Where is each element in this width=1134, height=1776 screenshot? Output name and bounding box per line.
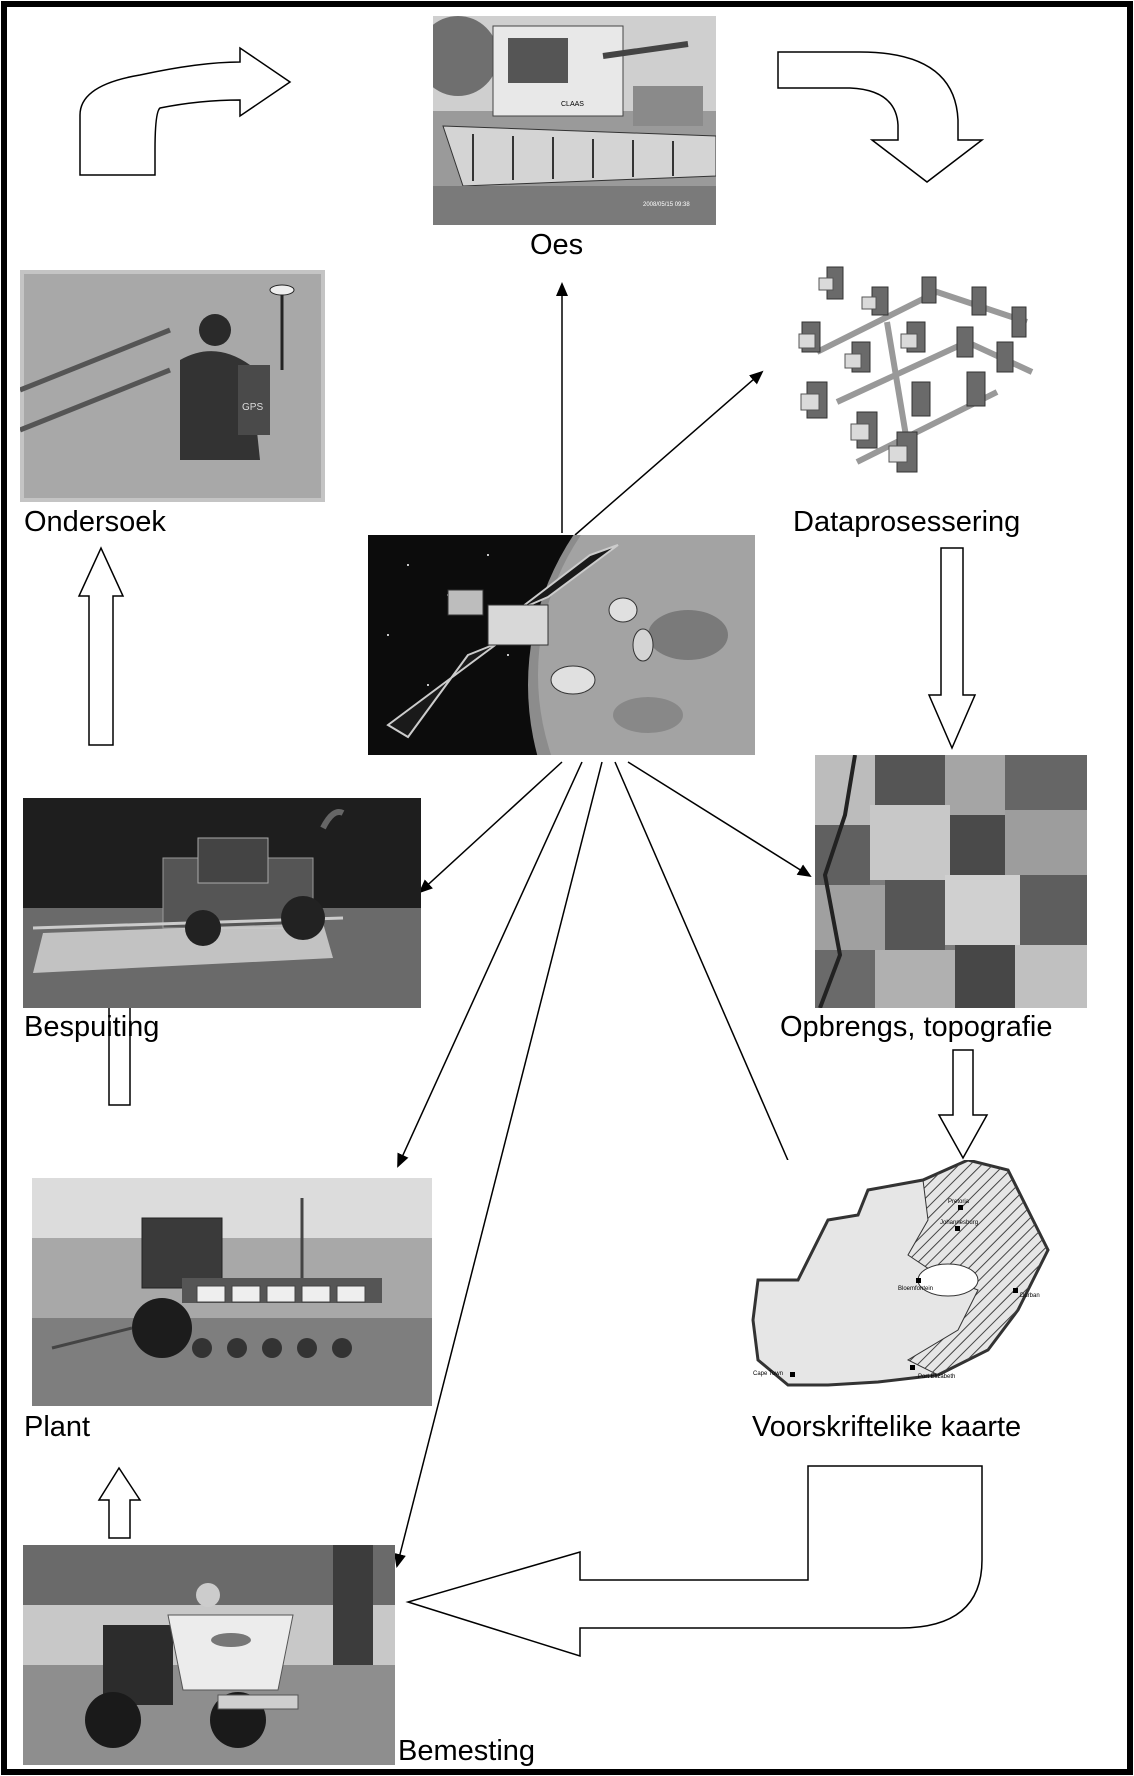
map-photo: Pretoria Johannesburg Bloemfontein Durba… <box>748 1160 1058 1395</box>
map-city-durban: Durban <box>1020 1293 1040 1299</box>
hollow-arrow-up-research <box>77 546 125 746</box>
gps-label: GPS <box>242 402 263 413</box>
hollow-arrow-down-maps <box>937 1049 989 1160</box>
network-photo <box>797 262 1037 497</box>
label-fertilizing: Bemesting <box>398 1735 536 1767</box>
label-spraying: Bespuiting <box>24 1011 160 1043</box>
arrow-to-fertilizing <box>394 761 603 1568</box>
arrow-to-yield <box>627 761 812 878</box>
arrow-to-maps <box>614 761 807 1204</box>
curved-arrow-bottom <box>405 1465 983 1658</box>
arrow-to-processing <box>574 370 764 536</box>
hollow-arrow-down-processing <box>927 547 977 750</box>
spreader-tractor-icon <box>23 1545 395 1765</box>
network-computers-icon <box>797 262 1037 497</box>
planter-tractor-icon <box>32 1178 432 1406</box>
spreader-photo <box>23 1545 395 1765</box>
sprayer-tractor-icon <box>23 798 421 1008</box>
label-harvest: Oes <box>530 229 584 261</box>
curved-arrow-top-left <box>79 46 292 176</box>
aerial-field-icon <box>815 755 1087 1008</box>
arrow-to-planting <box>397 761 583 1168</box>
curved-arrow-top-right <box>777 51 985 183</box>
map-city-johannesburg: Johannesburg <box>940 1220 978 1226</box>
combine-harvester-icon: CLAAS 2008/05/15 09:38 <box>433 16 716 225</box>
south-africa-map-icon: Pretoria Johannesburg Bloemfontein Durba… <box>748 1160 1058 1395</box>
hollow-arrow-up-planting <box>97 1466 142 1539</box>
label-yield-topography: Opbrengs, topografie <box>780 1011 1053 1043</box>
harvester-timestamp: 2008/05/15 09:38 <box>643 202 690 208</box>
satellite-photo <box>368 535 755 755</box>
sprayer-photo <box>23 798 421 1008</box>
satellite-icon <box>368 535 755 755</box>
map-city-port-elizabeth: Port Elizabeth <box>918 1374 955 1380</box>
map-city-cape-town: Cape Town <box>753 1371 783 1377</box>
label-prescription-maps: Voorskriftelike kaarte <box>752 1411 1022 1443</box>
map-city-pretoria: Pretoria <box>948 1199 970 1205</box>
label-data-processing: Dataprosessering <box>793 506 1021 538</box>
gps-researcher-icon: GPS <box>20 270 325 502</box>
map-city-bloemfontein: Bloemfontein <box>898 1286 933 1292</box>
arrow-to-spraying <box>418 761 563 894</box>
researcher-photo: GPS <box>20 270 325 502</box>
label-planting: Plant <box>24 1411 91 1443</box>
aerial-photo <box>815 755 1087 1008</box>
harvester-photo: CLAAS 2008/05/15 09:38 <box>433 16 716 225</box>
harvester-brand: CLAAS <box>561 101 584 108</box>
label-research: Ondersoek <box>24 506 166 538</box>
planter-photo <box>32 1178 432 1406</box>
